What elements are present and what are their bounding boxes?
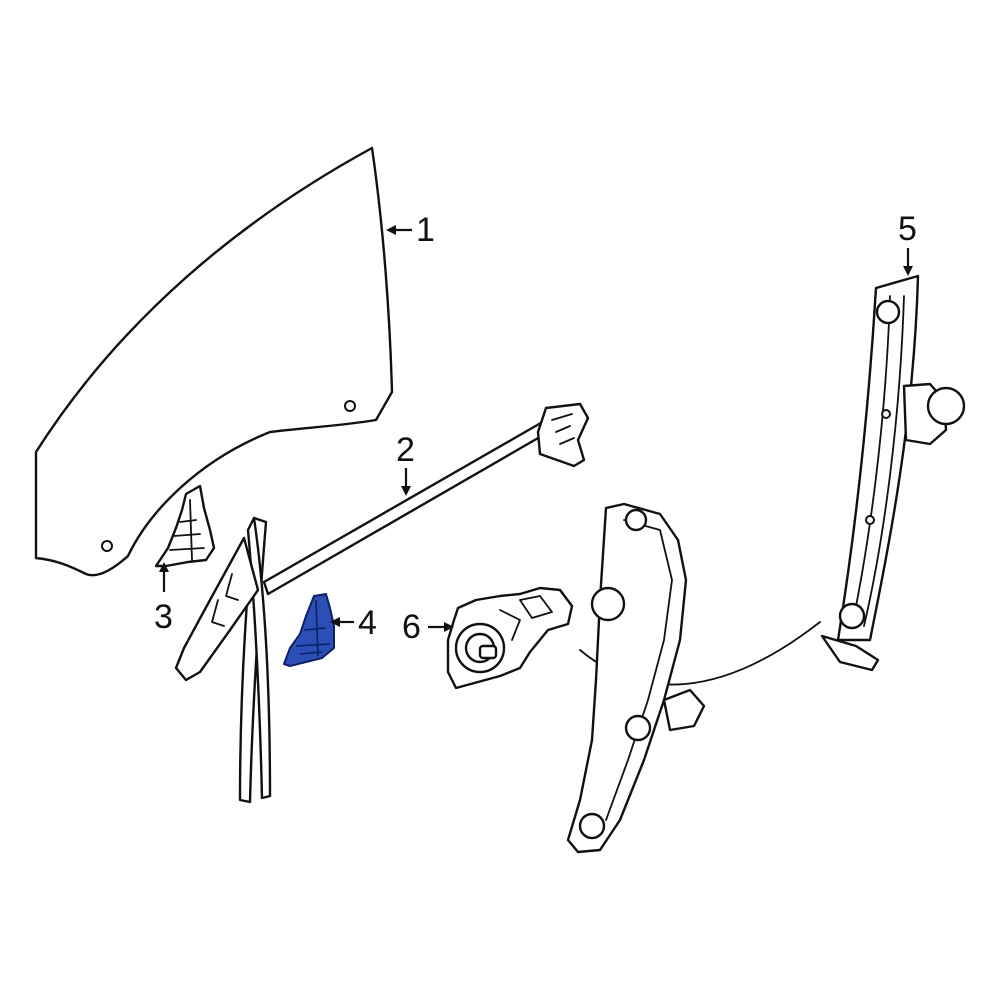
callout-6: 6	[402, 608, 454, 646]
part-5-window-regulator[interactable]	[566, 274, 966, 854]
part-1-door-glass[interactable]	[34, 146, 394, 577]
callout-1: 1	[386, 211, 435, 249]
part-2-glass-run-channel[interactable]	[174, 402, 590, 804]
part-4-clip-highlighted[interactable]	[283, 593, 335, 667]
callout-label-3: 3	[154, 598, 173, 636]
callout-3: 3	[154, 562, 173, 636]
part-3-bracket[interactable]	[154, 484, 216, 568]
callout-label-1: 1	[416, 211, 435, 249]
callout-2: 2	[396, 431, 415, 496]
callout-label-2: 2	[396, 431, 415, 469]
callout-4: 4	[330, 604, 377, 642]
callout-label-6: 6	[402, 608, 421, 646]
callout-label-4: 4	[358, 604, 377, 642]
callout-5: 5	[898, 210, 917, 276]
part-6-window-motor[interactable]	[446, 586, 574, 690]
callout-label-5: 5	[898, 210, 917, 248]
